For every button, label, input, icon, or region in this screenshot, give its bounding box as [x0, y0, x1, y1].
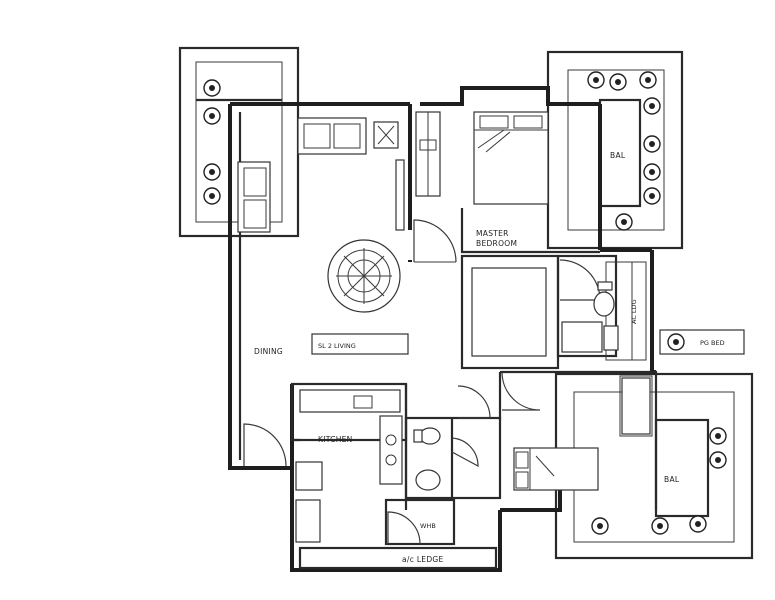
apartment-walls — [228, 86, 658, 572]
ac-ledge-side-label: AC LDG — [630, 299, 638, 324]
balcony-lower-label: BAL — [664, 475, 680, 484]
tv-console — [395, 159, 405, 231]
dining-table — [327, 239, 401, 313]
plant-icon — [203, 79, 221, 97]
plant-icon — [709, 451, 727, 469]
plants — [203, 71, 727, 535]
plant-icon — [643, 163, 661, 181]
sofa-top — [297, 117, 367, 155]
sideboard — [311, 333, 409, 355]
kitchen-counter-top — [299, 389, 401, 413]
balcony-upper-label: BAL — [610, 151, 626, 160]
door-kitchen-store — [387, 511, 421, 545]
whb-label: WHB — [420, 522, 436, 530]
plant-icon — [709, 427, 727, 445]
door-ensuite — [559, 259, 601, 301]
room-labels: MASTER BEDROOM BAL BAL DINING SL 2 LIVIN… — [254, 151, 725, 564]
plant-icon — [689, 515, 707, 533]
bedroom2-wardrobe — [621, 377, 651, 435]
plant-icon — [203, 187, 221, 205]
door-main-entrance — [243, 423, 287, 467]
door-bath-common — [457, 385, 491, 419]
furniture — [237, 111, 745, 543]
plant-icon — [591, 517, 609, 535]
planter-bed-label: PG BED — [700, 339, 725, 347]
sofa-left — [237, 161, 271, 233]
ac-ledge-label: a/c LEDGE — [402, 555, 444, 564]
bedroom2-bed — [513, 447, 599, 491]
plant-icon — [203, 107, 221, 125]
ensuite-cabinet — [471, 267, 547, 357]
master-bedroom-label-2: BEDROOM — [476, 239, 517, 248]
plant-icon — [643, 97, 661, 115]
master-bedroom-label: MASTER — [476, 229, 509, 238]
common-toilet — [419, 427, 441, 445]
plant-icon — [609, 73, 627, 91]
plant-icon — [615, 213, 633, 231]
plant-icon — [651, 517, 669, 535]
ensuite-toilet — [593, 291, 615, 317]
master-bed — [473, 111, 549, 205]
kitchen-label: KITCHEN — [318, 435, 353, 444]
ensuite-shower — [561, 321, 603, 353]
plant-icon — [203, 163, 221, 181]
door-bath-2 — [451, 437, 479, 468]
plant-icon — [643, 187, 661, 205]
sideboard-label: SL 2 LIVING — [318, 342, 356, 350]
dining-label: DINING — [254, 347, 283, 356]
plant-icon — [639, 71, 657, 89]
plant-icon — [587, 71, 605, 89]
kitchen-counter-left — [295, 499, 321, 543]
common-basin — [415, 469, 441, 491]
fridge — [295, 461, 323, 491]
door-master-bedroom — [413, 219, 457, 263]
kitchen-counter-right — [379, 415, 403, 485]
door-bedroom-2 — [501, 371, 541, 411]
plant-icon — [667, 333, 685, 351]
plant-icon — [643, 135, 661, 153]
